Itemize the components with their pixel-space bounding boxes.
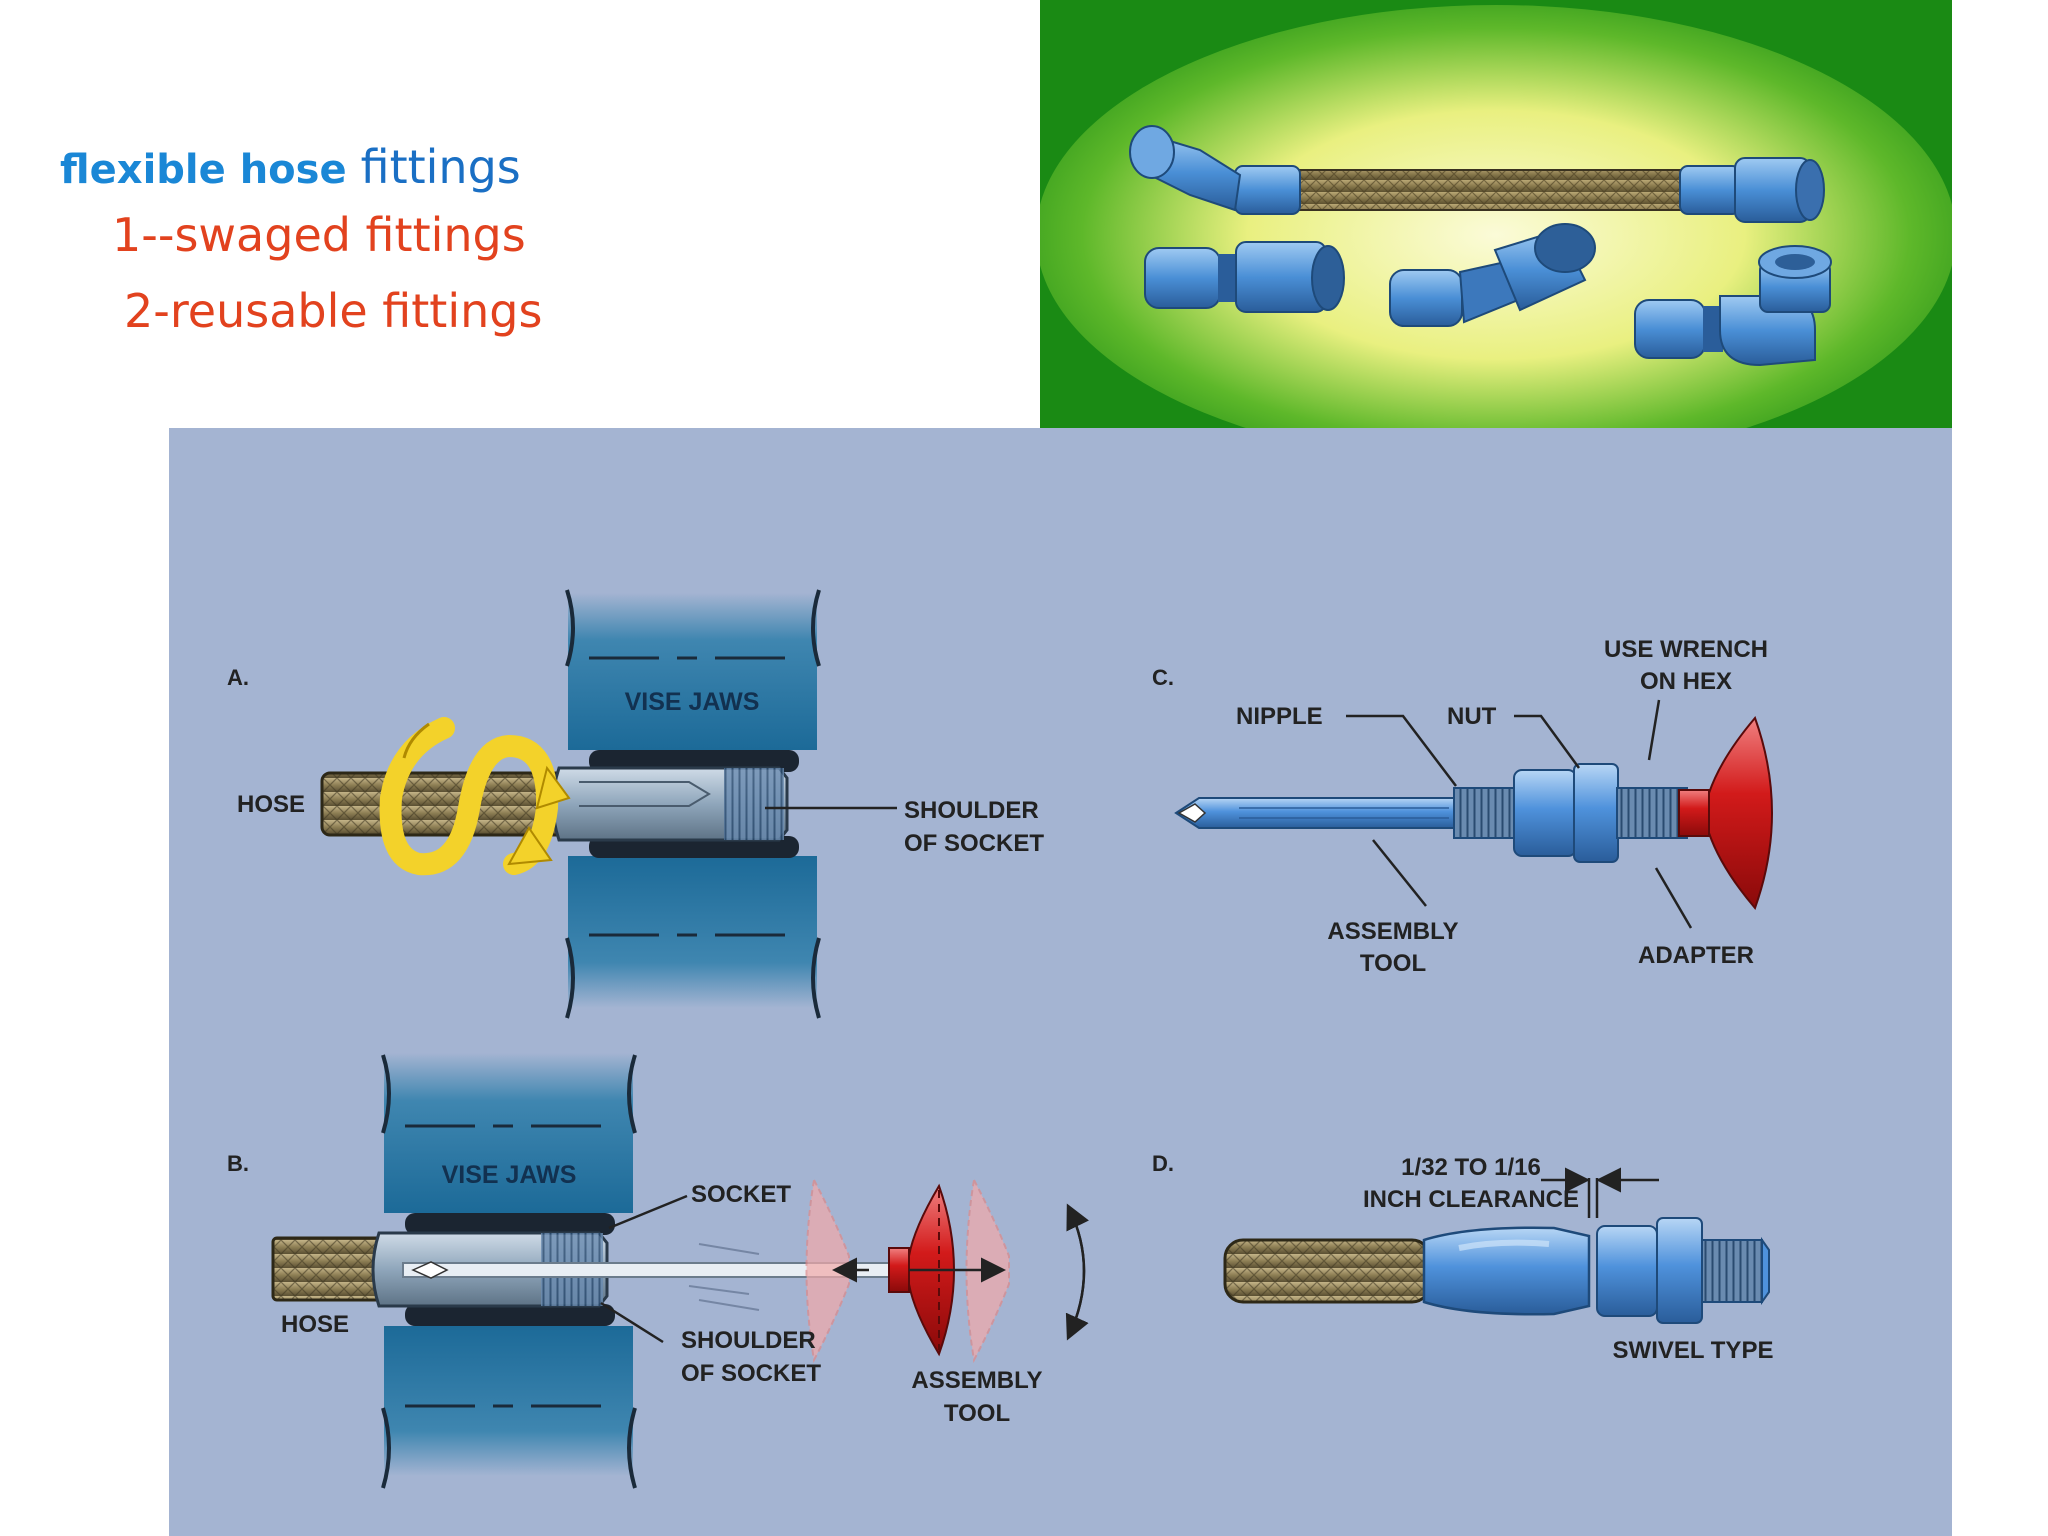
swivel-type-label-d: SWIVEL TYPE [1613,1337,1774,1364]
tool-label-c-1: ASSEMBLY [1327,918,1458,945]
assembly-tool-handle-c [1678,716,1773,910]
tool-label-c-2: TOOL [1360,950,1426,977]
nut-c [1513,769,1577,857]
clearance-label-d-1: 1/32 TO 1/16 [1401,1154,1541,1181]
tool-label-b-2: TOOL [944,1400,1010,1427]
panel-c: C. USE WRENCH ON HEX NIPPLE NUT ASSEMBLY… [1152,636,1773,977]
slide-title-block: flexible hose fittings 1--swaged fittings… [60,140,542,338]
panel-c-letter: C. [1152,665,1174,690]
wrench-label-c-2: ON HEX [1640,668,1732,695]
panel-b: B. VISE JAWS [227,1053,1089,1489]
vise-jaws-label-b: VISE JAWS [442,1161,577,1189]
nut-d [1596,1225,1658,1317]
hose-d [1223,1238,1432,1304]
long-hose-assembly [1129,125,1825,223]
shoulder-label-a-1: SHOULDER [904,797,1039,824]
vise-jaws-label-a: VISE JAWS [625,688,760,716]
vise-jaw-bottom-b [384,1326,633,1476]
list-item-swaged: 1--swaged fittings [112,208,526,262]
angled-45-fitting [1389,223,1596,327]
tool-label-b-1: ASSEMBLY [911,1367,1042,1394]
hose-label-a: HOSE [237,791,305,818]
wrench-label-c-1: USE WRENCH [1604,636,1768,663]
vise-jaw-top [568,593,817,750]
shoulder-label-b-2: OF SOCKET [681,1360,821,1387]
heading-bold: flexible hose [60,147,347,193]
hex-c [1573,763,1619,863]
nut-label-c: NUT [1447,703,1497,730]
panel-a: A. VISE JAWS HOSE SHOULDER OF SOCKET [227,589,1044,1019]
twist-arrow-icon [379,717,571,876]
slide-heading: flexible hose fittings [60,140,542,194]
nipple-label-c: NIPPLE [1236,703,1323,730]
socket-label-b: SOCKET [691,1181,791,1208]
assembly-tool-shaft [402,1262,954,1278]
straight-fitting [1144,241,1345,313]
vise-jaw-top-b [384,1053,633,1213]
hex-d [1656,1217,1703,1324]
list-item-reusable: 2-reusable fittings [124,284,543,338]
panel-d: D. 1/32 TO 1/16 INCH CLEARANCE SWIVEL TY… [1152,1151,1773,1364]
shoulder-label-a-2: OF SOCKET [904,830,1044,857]
vise-jaw-bottom [568,856,817,1008]
shoulder-label-b-1: SHOULDER [681,1327,816,1354]
clearance-label-d-2: INCH CLEARANCE [1363,1186,1579,1213]
panel-b-letter: B. [227,1151,249,1176]
adapter-label-c: ADAPTER [1638,942,1754,969]
panel-a-letter: A. [227,665,249,690]
panel-d-letter: D. [1152,1151,1174,1176]
nipple-c [1174,797,1460,829]
elbow-90-fitting [1634,245,1832,367]
hose-fittings-illustration [1040,0,1952,428]
hose-label-b: HOSE [281,1311,349,1338]
heading-regular: fittings [360,140,521,194]
reusable-fitting-assembly-diagram: A. VISE JAWS HOSE SHOULDER OF SOCKET [169,428,1952,1536]
